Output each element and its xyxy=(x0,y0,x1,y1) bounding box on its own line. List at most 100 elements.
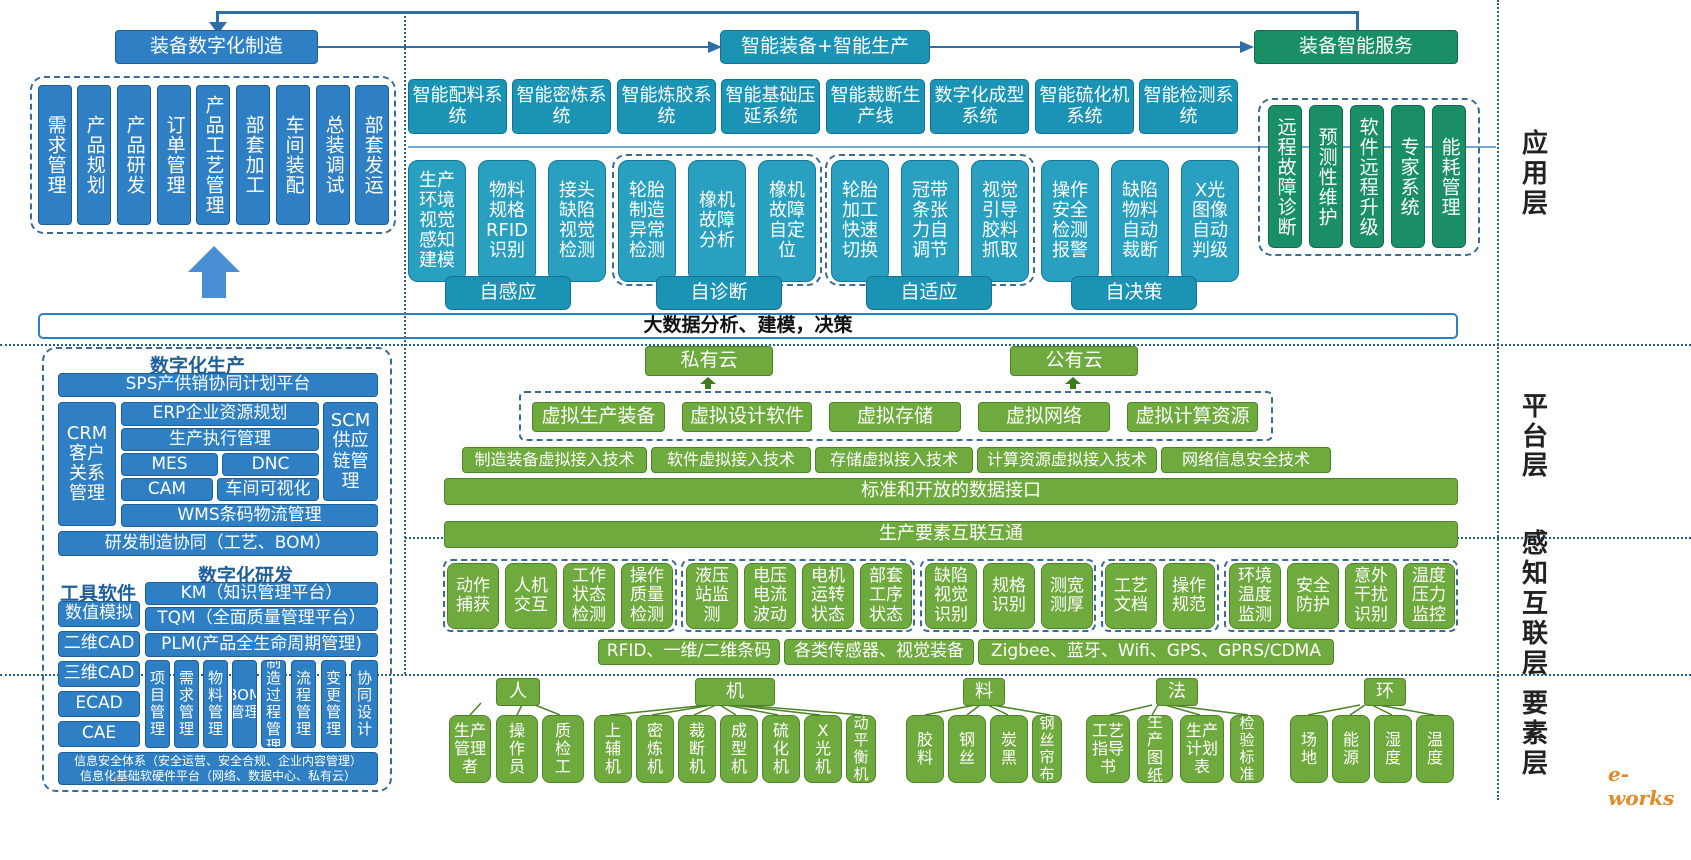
crm-box: CRM客户关系管理 xyxy=(58,402,116,526)
element-item: 生产计划表 xyxy=(1180,715,1224,783)
perception-item: 规格识别 xyxy=(983,563,1035,629)
feedback-line xyxy=(218,11,1358,14)
plm-sub-item: 项目管理 xyxy=(145,660,170,748)
element-item: 检验标准 xyxy=(1230,715,1264,783)
cam-box: CAM xyxy=(121,478,213,501)
element-item: 密炼机 xyxy=(636,715,674,783)
perception-tech: 各类传感器、视觉装备 xyxy=(784,639,974,665)
system-box: 智能配料系统 xyxy=(408,79,507,134)
group-frame xyxy=(1224,559,1458,632)
element-item: 能源 xyxy=(1332,715,1370,783)
element-head-method: 法 xyxy=(1156,678,1198,706)
group-frame xyxy=(920,559,1096,632)
tool-box: 数值模拟 xyxy=(58,601,140,627)
perception-tech: Zigbee、蓝牙、Wifi、GPS、GPRS/CDMA xyxy=(978,639,1334,665)
perception-item: 操作规范 xyxy=(1163,563,1215,629)
arrow-up-icon xyxy=(1065,377,1081,389)
dnc-box: DNC xyxy=(222,453,319,476)
virtual-resource: 虚拟生产装备 xyxy=(532,402,665,432)
km-box: KM（知识管理平台） xyxy=(145,582,378,605)
plm-sub-item: 协同设计 xyxy=(351,660,378,748)
service-box: 专家系统 xyxy=(1391,105,1425,248)
arrow-up-icon xyxy=(188,246,240,298)
access-tech: 存储虚拟接入技术 xyxy=(815,447,973,473)
feedback-line xyxy=(1356,11,1359,31)
element-head-material: 料 xyxy=(963,678,1005,706)
element-item: 炭黑 xyxy=(990,715,1028,783)
perception-tech: RFID、一维/二维条码 xyxy=(598,639,780,665)
column-divider xyxy=(1497,0,1499,800)
system-box: 智能基础压延系统 xyxy=(721,79,820,134)
mes-box: MES xyxy=(121,453,218,476)
left-vertical-item: 需求管理 xyxy=(38,85,72,225)
access-tech: 网络信息安全技术 xyxy=(1161,447,1331,473)
group-frame xyxy=(1258,98,1480,256)
left-vertical-item: 产品研发 xyxy=(117,85,151,225)
element-head-machine: 机 xyxy=(695,678,775,706)
function-box: 橡机故障自定位 xyxy=(758,160,816,282)
element-item: 裁断机 xyxy=(678,715,716,783)
element-item: 湿度 xyxy=(1374,715,1412,783)
system-box: 智能裁断生产线 xyxy=(826,79,925,134)
tool-box: 三维CAD xyxy=(58,661,140,687)
system-box: 智能炼胶系统 xyxy=(617,79,716,134)
plm-box: PLM(产品全生命周期管理) xyxy=(145,633,378,657)
perception-item: 意外干扰识别 xyxy=(1345,563,1397,629)
mode-label: 自决策 xyxy=(1071,276,1197,310)
group-frame xyxy=(443,559,677,632)
feedback-line xyxy=(216,11,219,29)
function-box: 物料规格RFID识别 xyxy=(478,160,536,282)
function-box: 冠带条张力自调节 xyxy=(901,160,959,282)
plm-sub-item: 需求管理 xyxy=(174,660,199,748)
function-box: X光图像自动判级 xyxy=(1181,160,1239,282)
system-box: 智能硫化机系统 xyxy=(1035,79,1134,134)
column-divider xyxy=(404,12,406,674)
perception-item: 液压站监测 xyxy=(686,563,738,629)
perception-item: 动作捕获 xyxy=(447,563,499,629)
service-box: 软件远程升级 xyxy=(1350,105,1384,248)
group-frame xyxy=(681,559,915,632)
security-text: 信息安全体系（安全运营、安全合规、企业内容管理） xyxy=(73,753,362,768)
flow-digital-manufacturing: 装备数字化制造 xyxy=(115,30,318,64)
perception-item: 操作质量检测 xyxy=(621,563,673,629)
left-vertical-item: 产品规划 xyxy=(77,85,111,225)
group-frame xyxy=(42,347,392,792)
private-cloud: 私有云 xyxy=(645,346,773,376)
function-box: 轮胎加工快速切换 xyxy=(831,160,889,282)
perception-item: 电机运转状态 xyxy=(802,563,854,629)
bigdata-bar: 大数据分析、建模，决策 xyxy=(38,313,1458,339)
perception-item: 部套工序状态 xyxy=(860,563,912,629)
element-item: 温度 xyxy=(1416,715,1454,783)
plm-sub-item: 物料管理 xyxy=(203,660,228,748)
element-item: 成型机 xyxy=(720,715,758,783)
perception-item: 温度压力监控 xyxy=(1403,563,1455,629)
element-item: 质检工 xyxy=(542,715,584,783)
perception-item: 人机交互 xyxy=(505,563,557,629)
perception-item: 环境温度监测 xyxy=(1229,563,1281,629)
wms-box: WMS条码物流管理 xyxy=(121,504,378,527)
data-interface-bar: 标准和开放的数据接口 xyxy=(444,478,1458,505)
service-box: 能耗管理 xyxy=(1432,105,1466,248)
function-box: 缺陷物料自动裁断 xyxy=(1111,160,1169,282)
virtual-resource: 虚拟计算资源 xyxy=(1127,402,1258,432)
arrow-up-icon xyxy=(700,377,716,389)
eworks-watermark: e-works xyxy=(1608,762,1675,810)
system-box: 智能检测系统 xyxy=(1139,79,1238,134)
access-tech: 软件虚拟接入技术 xyxy=(651,447,811,473)
arrow-down-icon xyxy=(209,22,227,34)
system-box: 数字化成型系统 xyxy=(930,79,1029,134)
element-item: 硫化机 xyxy=(762,715,800,783)
tool-box: CAE xyxy=(58,721,140,747)
plm-sub-item: BOM管理 xyxy=(232,660,257,748)
tool-box: ECAD xyxy=(58,691,140,717)
function-box: 操作安全检测报警 xyxy=(1041,160,1099,282)
perception-item: 工作状态检测 xyxy=(563,563,615,629)
erp-box: ERP企业资源规划 xyxy=(121,402,319,426)
service-box: 远程故障诊断 xyxy=(1268,105,1302,248)
left-vertical-item: 产品工艺管理 xyxy=(196,85,230,225)
element-head-people: 人 xyxy=(496,678,540,706)
layer-label-platform: 平台层 xyxy=(1521,391,1548,482)
element-item: 工艺指导书 xyxy=(1086,715,1130,783)
left-vertical-item: 车间装配 xyxy=(276,85,310,225)
element-head-environment: 环 xyxy=(1364,678,1406,706)
